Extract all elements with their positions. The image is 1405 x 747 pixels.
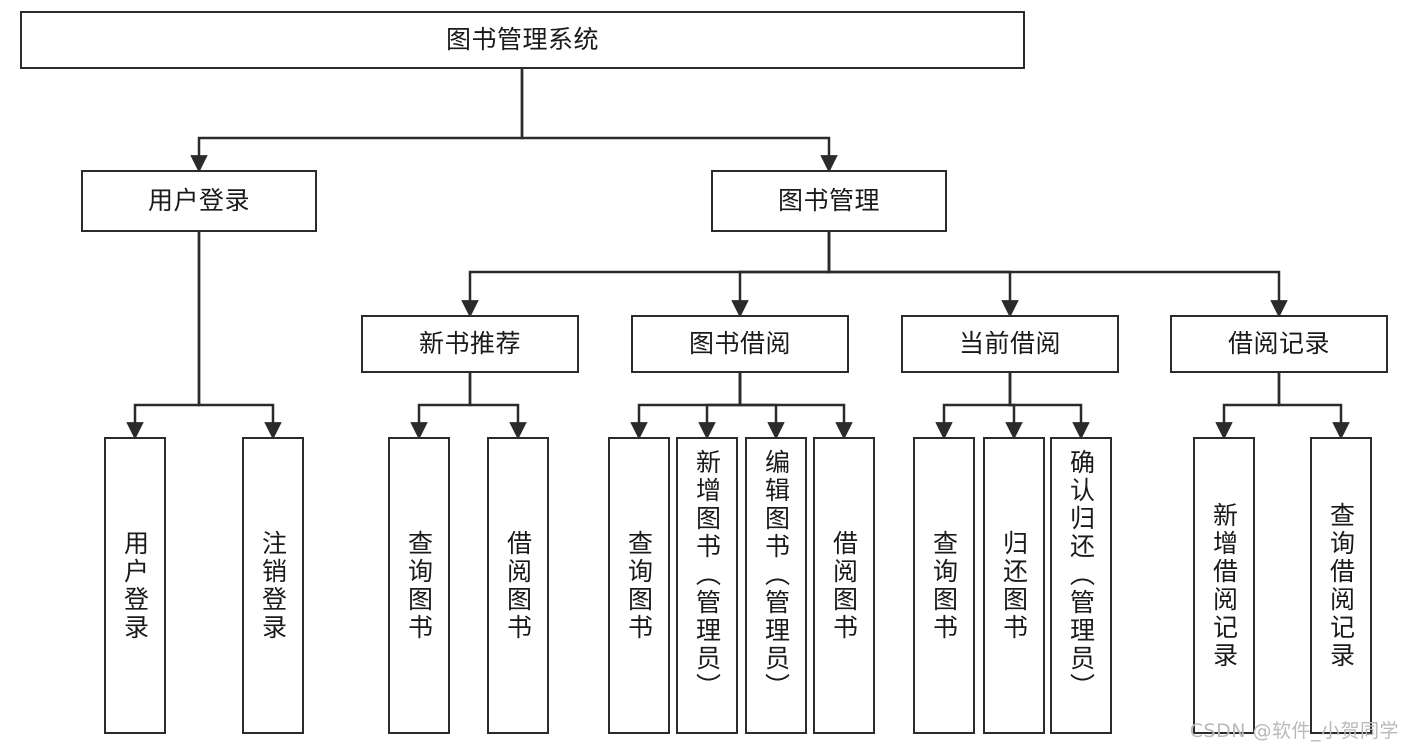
connector-13 (738, 373, 853, 440)
node-level3-2[interactable]: 当前借阅 (901, 315, 1119, 373)
node-level2-0[interactable]: 用户登录 (81, 170, 317, 232)
node-leaf-10[interactable]: 确认归还（管理员） (1050, 437, 1112, 734)
connector-12 (738, 373, 785, 440)
node-leaf-5[interactable]: 新增图书（管理员） (676, 437, 738, 734)
connector-14 (935, 373, 1012, 440)
node-label: 当前借阅 (958, 329, 1061, 358)
node-level3-1[interactable]: 图书借阅 (631, 315, 849, 373)
connector-2 (461, 232, 831, 318)
connector-9 (468, 373, 527, 440)
node-leaf-8[interactable]: 查询图书 (913, 437, 975, 734)
connector-17 (1215, 373, 1281, 440)
node-label: 用户登录 (120, 529, 150, 642)
node-level3-3[interactable]: 借阅记录 (1170, 315, 1388, 373)
node-label: 查询图书 (404, 529, 434, 642)
connector-5 (827, 232, 1288, 318)
node-label: 注销登录 (258, 529, 288, 642)
node-leaf-1[interactable]: 注销登录 (242, 437, 304, 734)
connector-3 (731, 232, 831, 318)
node-label: 查询图书 (929, 529, 959, 642)
node-label: 图书管理 (777, 186, 880, 215)
connector-16 (1008, 373, 1090, 440)
node-level3-0[interactable]: 新书推荐 (361, 315, 579, 373)
node-label: 新书推荐 (418, 329, 521, 358)
node-label: 图书借阅 (688, 329, 791, 358)
connector-0 (190, 69, 524, 173)
node-leaf-6[interactable]: 编辑图书（管理员） (745, 437, 807, 734)
node-label: 编辑图书（管理员） (761, 449, 791, 701)
node-leaf-3[interactable]: 借阅图书 (487, 437, 549, 734)
connector-10 (630, 373, 742, 440)
node-label: 用户登录 (147, 186, 250, 215)
node-label: 借阅图书 (829, 529, 859, 642)
node-label: 确认归还（管理员） (1066, 449, 1096, 701)
node-label: 图书管理系统 (445, 25, 599, 54)
connector-11 (698, 373, 742, 440)
node-leaf-4[interactable]: 查询图书 (608, 437, 670, 734)
node-leaf-0[interactable]: 用户登录 (104, 437, 166, 734)
node-leaf-11[interactable]: 新增借阅记录 (1193, 437, 1255, 734)
node-label: 查询图书 (624, 529, 654, 642)
node-leaf-12[interactable]: 查询借阅记录 (1310, 437, 1372, 734)
node-label: 借阅图书 (503, 529, 533, 642)
node-level2-1[interactable]: 图书管理 (711, 170, 947, 232)
connector-15 (1005, 373, 1023, 440)
node-root[interactable]: 图书管理系统 (20, 11, 1025, 69)
connector-6 (126, 232, 201, 440)
node-label: 借阅记录 (1227, 329, 1330, 358)
node-label: 归还图书 (999, 529, 1029, 642)
node-label: 新增借阅记录 (1209, 501, 1239, 670)
connector-8 (410, 373, 472, 440)
node-leaf-7[interactable]: 借阅图书 (813, 437, 875, 734)
connector-1 (520, 69, 838, 173)
watermark: CSDN @软件_小贺同学 (1189, 720, 1399, 742)
connector-4 (827, 232, 1019, 318)
node-label: 查询借阅记录 (1326, 501, 1356, 670)
connector-18 (1277, 373, 1350, 440)
node-label: 新增图书（管理员） (692, 449, 722, 701)
node-leaf-2[interactable]: 查询图书 (388, 437, 450, 734)
node-leaf-9[interactable]: 归还图书 (983, 437, 1045, 734)
connector-7 (197, 232, 282, 440)
